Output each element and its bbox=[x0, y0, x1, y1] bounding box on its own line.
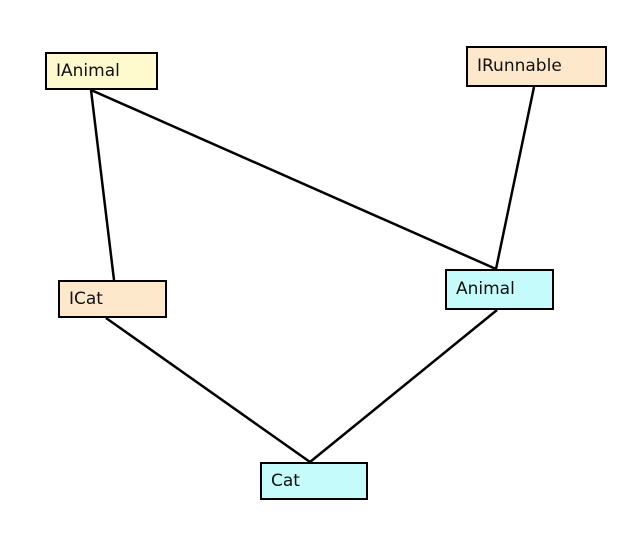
node-irunnable: IRunnable bbox=[466, 46, 607, 87]
node-label: IAnimal bbox=[56, 60, 120, 81]
node-label: Animal bbox=[456, 279, 515, 299]
node-cat: Cat bbox=[260, 462, 368, 500]
edge-animal-cat bbox=[309, 309, 498, 463]
node-ianimal: IAnimal bbox=[45, 52, 158, 90]
node-label: ICat bbox=[69, 288, 103, 309]
node-animal: Animal bbox=[445, 269, 554, 310]
edge-icat-cat bbox=[105, 316, 311, 464]
node-label: Cat bbox=[271, 470, 300, 491]
edge-irunnable-animal bbox=[494, 86, 536, 270]
edge-ianimal-animal bbox=[90, 88, 497, 271]
edge-ianimal-icat bbox=[89, 89, 116, 281]
node-label: IRunnable bbox=[477, 56, 562, 76]
node-icat: ICat bbox=[58, 280, 167, 318]
